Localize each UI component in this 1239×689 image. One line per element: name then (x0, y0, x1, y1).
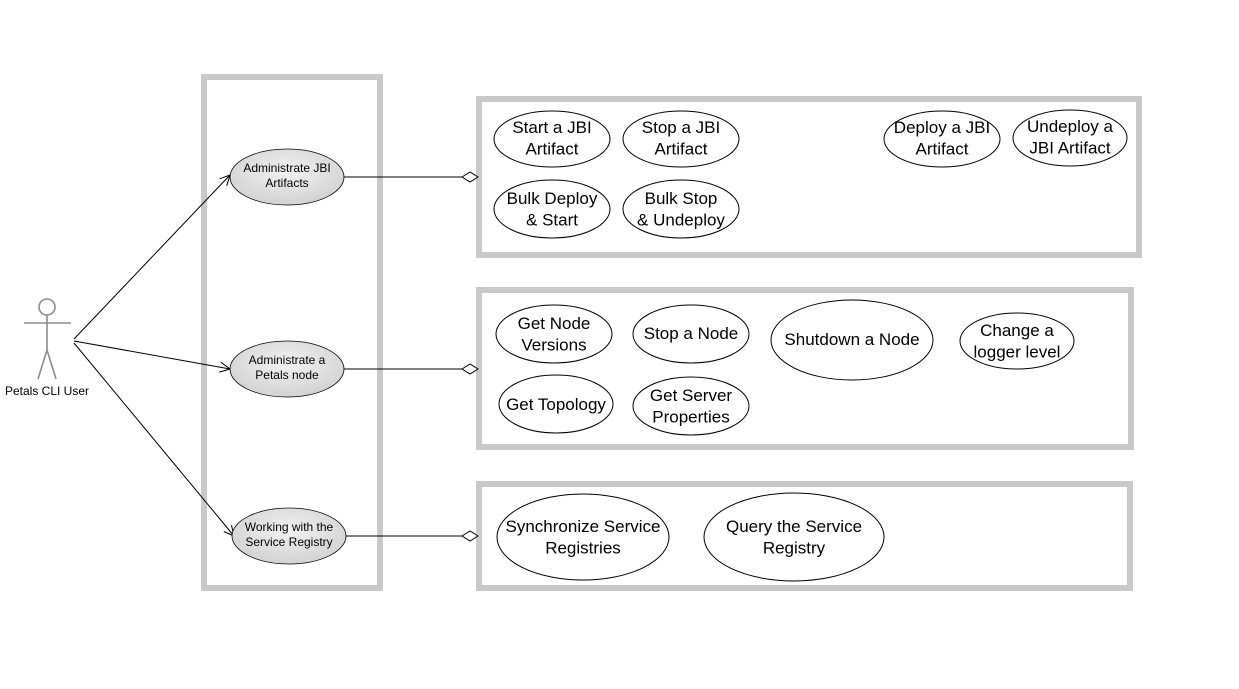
aggregation-link-registry (346, 530, 479, 542)
use-case-shutdown-a-node[interactable]: Shutdown a Node (770, 299, 934, 381)
diamond-icon (461, 171, 479, 183)
association-line (73, 340, 230, 369)
use-case-label: Bulk Stop& Undeploy (637, 189, 725, 229)
actor-petals-cli-user: Petals CLI User (5, 298, 89, 398)
aggregation-link-jbi (344, 171, 479, 183)
service-registry-package (476, 481, 1133, 591)
use-case-bulk-stop-undeploy[interactable]: Bulk Stop& Undeploy (622, 179, 740, 239)
association-line (73, 175, 230, 340)
association-line (73, 342, 234, 536)
use-case-label: Get Topology (506, 395, 606, 414)
diamond-icon (461, 363, 479, 375)
use-case-bulk-deploy-start[interactable]: Bulk Deploy& Start (493, 179, 611, 239)
actor-label: Petals CLI User (5, 384, 89, 398)
petals-node-package (476, 287, 1134, 450)
aggregation-link-node (344, 363, 479, 375)
stick-figure-icon (24, 298, 71, 380)
system-boundary (201, 74, 383, 591)
use-case-stop-a-node[interactable]: Stop a Node (632, 304, 750, 364)
use-case-label: Shutdown a Node (784, 330, 919, 349)
jbi-artifacts-package (476, 96, 1142, 258)
use-case-label: Bulk Deploy& Start (507, 189, 598, 229)
use-case-label: Stop a Node (644, 324, 739, 343)
diamond-icon (461, 530, 479, 542)
use-case-get-topology[interactable]: Get Topology (498, 374, 614, 434)
